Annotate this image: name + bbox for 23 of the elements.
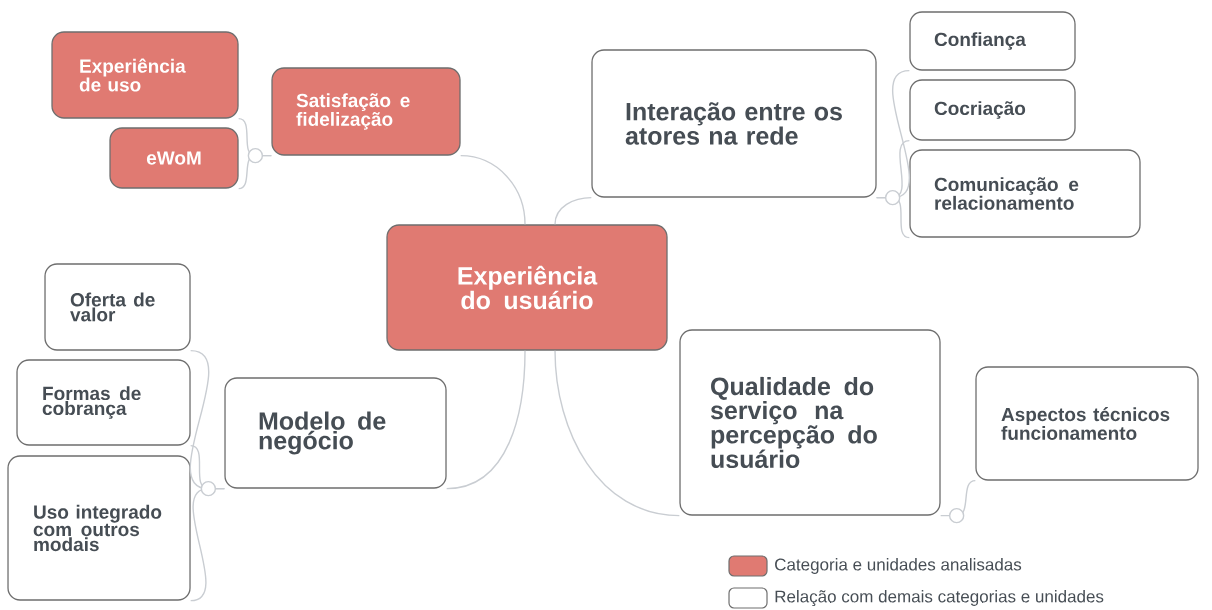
topic-box: Modelo de negócio bbox=[224, 377, 447, 489]
topic-box: Experiência de uso bbox=[51, 31, 239, 119]
topic-box: Formas de cobrança bbox=[16, 359, 191, 446]
topic-box: Cocriação bbox=[909, 79, 1076, 141]
branch-line bbox=[554, 196, 593, 226]
topic-box: Oferta de valor bbox=[44, 263, 191, 351]
legend-text: Categoria e unidades analisadas bbox=[775, 558, 1022, 574]
branch-line bbox=[459, 154, 526, 226]
central-topic-box: Experiência do usuário bbox=[386, 224, 668, 351]
branch-line bbox=[554, 349, 681, 517]
topic-box: Aspectos técnicos funcionamento bbox=[975, 366, 1199, 481]
topic-box: Uso integrado com outros modais bbox=[7, 455, 191, 601]
topic-box: Interação entre os atores na rede bbox=[591, 49, 877, 198]
topic-box: Satisfação e fidelização bbox=[271, 67, 461, 156]
legend-text: Relação com demais categorias e unidades bbox=[775, 590, 1104, 606]
branch-line bbox=[189, 487, 226, 602]
branch-line bbox=[237, 154, 273, 190]
topic-box: Comunicação e relacionamento bbox=[909, 149, 1141, 238]
branch-line bbox=[875, 196, 911, 239]
topic-box: Confiança bbox=[909, 11, 1076, 71]
topic-box: Qualidade do serviço na percepção do usuário bbox=[679, 329, 941, 516]
branch-line bbox=[445, 349, 526, 490]
topic-box: eWoM bbox=[109, 127, 239, 189]
